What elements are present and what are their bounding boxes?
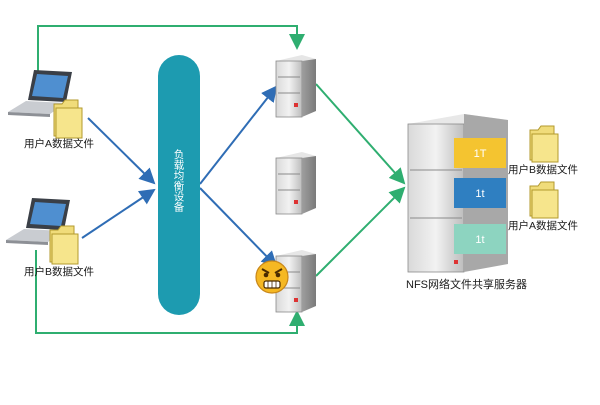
storage-shelf-tag: 1t (475, 188, 484, 200)
storage-shelf (454, 138, 506, 168)
nfs-file-label-a: 用户A数据文件 (508, 220, 579, 232)
laptop-icon (6, 198, 70, 245)
server-icon (275, 55, 316, 118)
storage-shelf-tag: 1t (475, 234, 484, 246)
client-a-file-label: 用户A数据文件 (24, 138, 95, 150)
storage-shelf-tag: 1T (474, 148, 487, 160)
client-b-to-lb-arrow (81, 188, 156, 239)
load-balancer-label: 负载均衡设备 (172, 148, 185, 212)
nfs-server-icon: 1T 1t 1t (407, 114, 508, 273)
folder-icon (49, 225, 79, 265)
storage-shelf (454, 178, 506, 208)
lb-to-top-server-arrow (199, 85, 278, 185)
nfs-server-label: NFS网络文件共享服务器 (406, 279, 527, 291)
top-sync-arrow (37, 25, 305, 82)
client-a-to-lb-arrow (87, 117, 156, 185)
sync-arrows (35, 25, 406, 334)
storage-shelf (454, 224, 506, 254)
request-arrows (81, 85, 278, 268)
folder-icon (529, 181, 559, 219)
load-balancer (158, 55, 200, 315)
folder-icon (529, 125, 559, 163)
bottom-server-to-nfs-arrow (315, 186, 406, 277)
nfs-file-label-b: 用户B数据文件 (508, 164, 579, 176)
server-icon (275, 152, 316, 215)
folder-icon (53, 99, 83, 139)
laptop-icon (8, 70, 72, 117)
angry-face-icon (255, 260, 289, 294)
bottom-sync-arrow (35, 250, 305, 334)
lb-to-bottom-server-arrow (199, 187, 278, 268)
client-b-file-label: 用户B数据文件 (24, 266, 95, 278)
top-server-to-nfs-arrow (315, 83, 406, 185)
